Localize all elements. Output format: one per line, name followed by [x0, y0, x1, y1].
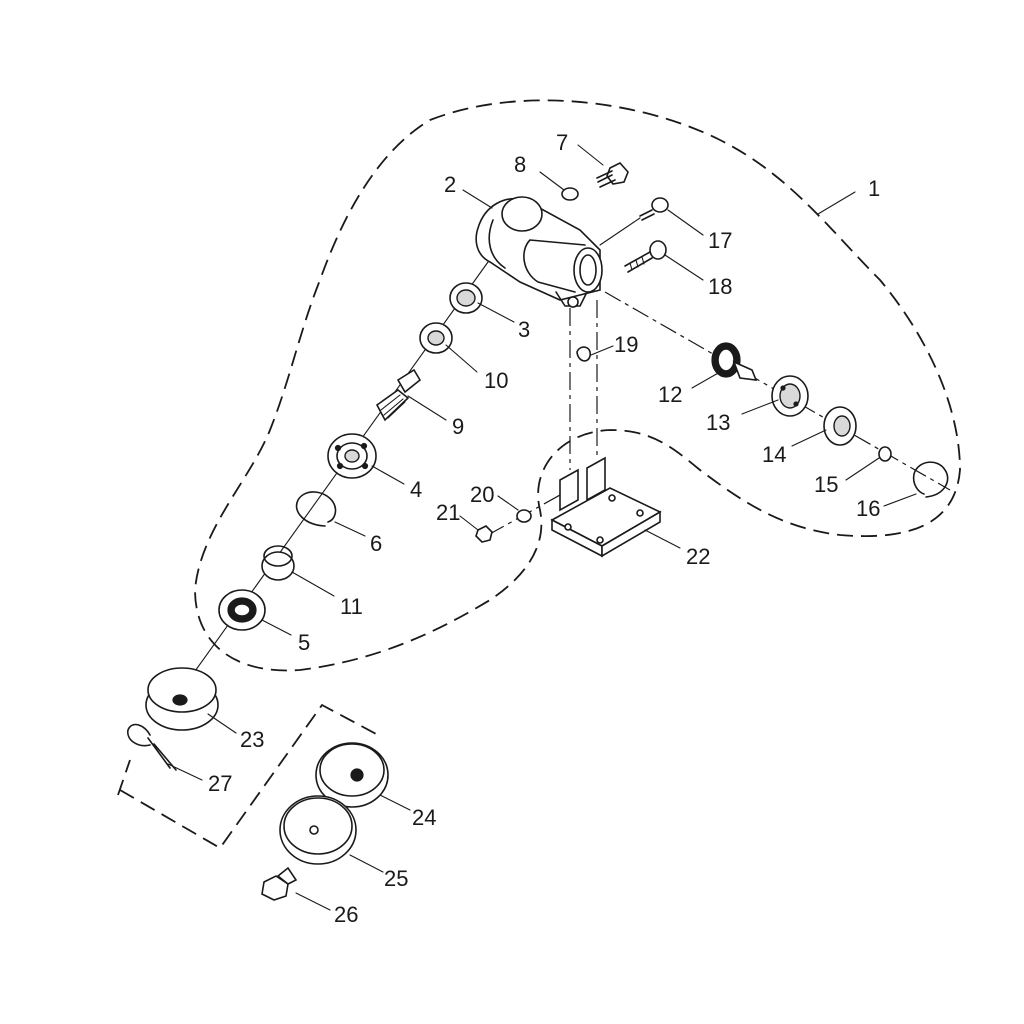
part-21-nut [475, 525, 493, 543]
callout-21: 21 [436, 500, 460, 525]
callout-14: 14 [762, 442, 786, 467]
leader-17-guide [599, 217, 641, 246]
callout-15: 15 [814, 472, 838, 497]
callout-8: 8 [514, 152, 526, 177]
part-27-cotter-pin [127, 723, 177, 771]
leader-lines [167, 144, 917, 911]
part-26-nut [261, 866, 298, 901]
part-9-pinion-shaft [375, 368, 422, 422]
part-19-clip [576, 346, 591, 362]
callout-10: 10 [484, 368, 508, 393]
callout-17: 17 [708, 228, 732, 253]
part-14-bearing [823, 406, 857, 446]
callout-11: 11 [340, 594, 363, 619]
part-2-gear-head [475, 196, 603, 308]
part-24-flange [315, 742, 389, 808]
part-25-flange [279, 795, 357, 865]
callout-20: 20 [470, 482, 494, 507]
accessory-boundary [117, 703, 379, 850]
callout-1: 1 [868, 176, 880, 201]
part-8-washer [561, 187, 579, 201]
callout-7: 7 [556, 130, 568, 155]
part-15-washer [878, 446, 892, 462]
callout-25: 25 [384, 866, 408, 891]
part-23-cup-washer [145, 667, 219, 731]
part-11-spacer [261, 545, 295, 581]
part-17-screw [639, 197, 669, 221]
assembly-boundary [194, 99, 961, 672]
part-10-bearing [419, 322, 453, 354]
callout-18: 18 [708, 274, 732, 299]
callout-24: 24 [412, 805, 436, 830]
callout-19: 19 [614, 332, 638, 357]
callout-2: 2 [444, 172, 456, 197]
callout-9: 9 [452, 414, 464, 439]
callout-16: 16 [856, 496, 880, 521]
part-16-circlip [912, 461, 949, 498]
part-12-gear [711, 342, 758, 381]
part-3-bearing [449, 282, 483, 314]
callout-4: 4 [410, 477, 422, 502]
callout-5: 5 [298, 630, 310, 655]
callout-23: 23 [240, 727, 264, 752]
callout-27: 27 [208, 771, 232, 796]
callout-26: 26 [334, 902, 358, 927]
callout-13: 13 [706, 410, 730, 435]
part-22-bracket [550, 456, 662, 558]
callout-12: 12 [658, 382, 682, 407]
part-4-ball-bearing [327, 433, 377, 479]
part-6-snap-ring [295, 491, 337, 527]
part-18-long-screw [624, 240, 667, 273]
callout-6: 6 [370, 531, 382, 556]
part-20-washer [516, 509, 532, 523]
part-5-seal [218, 589, 266, 631]
part-13-ball-bearing [771, 375, 809, 417]
callout-3: 3 [518, 317, 530, 342]
callout-22: 22 [686, 544, 710, 569]
part-7-bolt [596, 162, 629, 188]
